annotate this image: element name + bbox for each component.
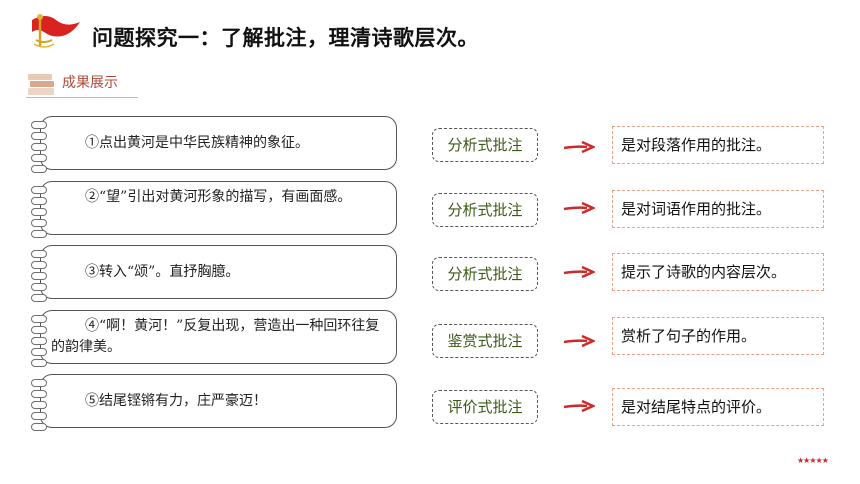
- note-text: ④“啊！黄河！”反复出现，营造出一种回环往复的韵律美。: [51, 318, 380, 355]
- annotation-row-5: ⑤结尾铿锵有力，庄严豪迈！ 评价式批注 是对结尾特点的评价。: [0, 374, 860, 431]
- annotation-description: 是对段落作用的批注。: [612, 126, 824, 164]
- arrow-right-icon: [563, 140, 595, 154]
- section-label: 成果展示: [62, 75, 118, 91]
- note-text: ①点出黄河是中华民族精神的象征。: [85, 135, 309, 151]
- annotation-description: 提示了诗歌的内容层次。: [612, 253, 824, 291]
- notebook-card: ②“望”引出对黄河形象的描写，有画面感。: [31, 181, 397, 238]
- arrow-right-icon: [563, 334, 595, 348]
- note-text: ⑤结尾铿锵有力，庄严豪迈！: [85, 393, 267, 409]
- notebook-card: ③转入“颂”。直抒胸臆。: [31, 245, 397, 302]
- arrow-right-icon: [563, 201, 595, 215]
- annotation-description: 赏析了句子的作用。: [612, 317, 824, 355]
- page-title: 问题探究一：了解批注，理清诗歌层次。: [92, 26, 479, 50]
- red-flag-logo-icon: [32, 14, 80, 48]
- books-icon: [28, 74, 54, 95]
- spiral-rings: [31, 379, 51, 434]
- spiral-rings: [31, 121, 51, 176]
- annotation-type-tag: 鉴赏式批注: [432, 324, 538, 358]
- annotation-row-2: ②“望”引出对黄河形象的描写，有画面感。 分析式批注 是对词语作用的批注。: [0, 181, 860, 238]
- annotation-type-tag: 分析式批注: [432, 193, 538, 227]
- notebook-card: ④“啊！黄河！”反复出现，营造出一种回环往复的韵律美。: [31, 310, 397, 367]
- annotation-type-tag: 分析式批注: [432, 257, 538, 291]
- arrow-right-icon: [563, 265, 595, 279]
- note-text: ③转入“颂”。直抒胸臆。: [85, 264, 240, 280]
- annotation-type-tag: 分析式批注: [432, 128, 538, 162]
- section-divider: [26, 97, 138, 98]
- annotation-row-4: ④“啊！黄河！”反复出现，营造出一种回环往复的韵律美。 鉴赏式批注 赏析了句子的…: [0, 310, 860, 367]
- annotation-description: 是对结尾特点的评价。: [612, 388, 824, 426]
- annotation-row-1: ①点出黄河是中华民族精神的象征。 分析式批注 是对段落作用的批注。: [0, 116, 860, 173]
- spiral-rings: [31, 250, 51, 305]
- notebook-card: ①点出黄河是中华民族精神的象征。: [31, 116, 397, 173]
- annotation-description: 是对词语作用的批注。: [612, 190, 824, 228]
- spiral-rings: [31, 315, 51, 370]
- notebook-card: ⑤结尾铿锵有力，庄严豪迈！: [31, 374, 397, 431]
- annotation-type-tag: 评价式批注: [432, 390, 538, 424]
- spiral-rings: [31, 186, 51, 241]
- arrow-right-icon: [563, 399, 595, 413]
- note-text: ②“望”引出对黄河形象的描写，有画面感。: [85, 189, 352, 205]
- rating-stars: ★★★★★: [797, 456, 829, 465]
- annotation-row-3: ③转入“颂”。直抒胸臆。 分析式批注 提示了诗歌的内容层次。: [0, 245, 860, 302]
